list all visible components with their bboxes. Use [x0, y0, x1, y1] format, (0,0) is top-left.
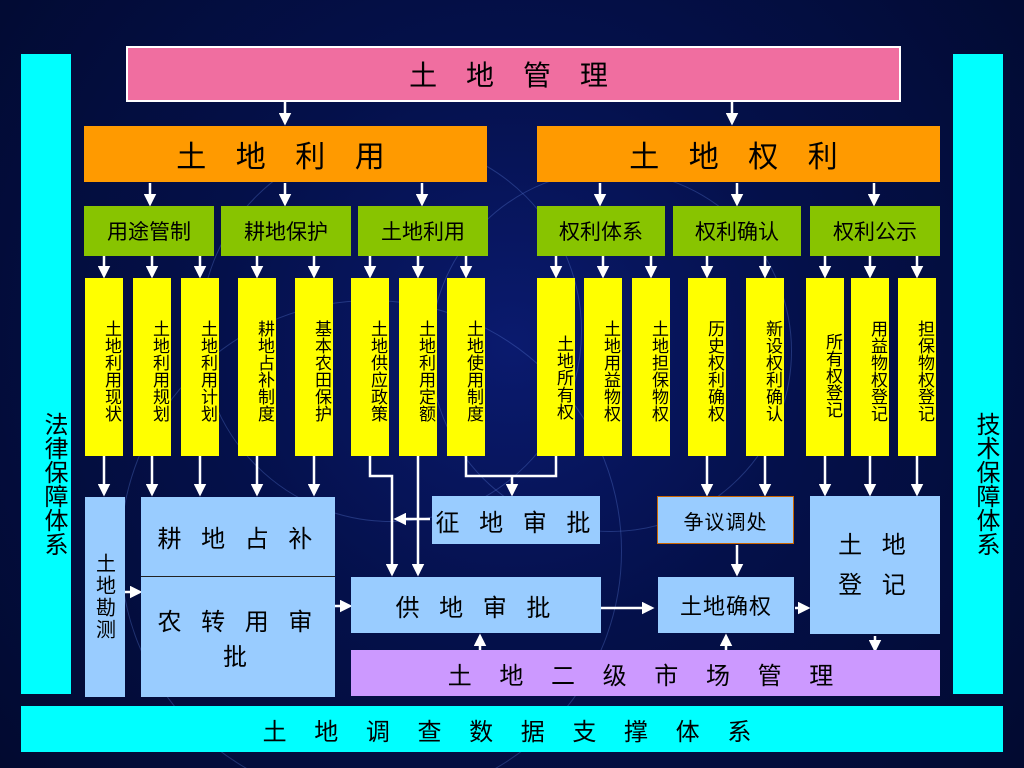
- category-rights-publicity: 权利公示: [810, 206, 940, 256]
- item-security-right-registration: 担保物权登记: [898, 278, 936, 456]
- category-rights-confirmation: 权利确认: [673, 206, 801, 256]
- item-usufruct-registration: 用益物权登记: [851, 278, 889, 456]
- land-rights-confirmation-box: 土地确权: [658, 577, 794, 633]
- category-rights-system: 权利体系: [537, 206, 665, 256]
- dispute-mediation-box: 争议调处: [657, 496, 794, 544]
- item-land-use-status: 土地利用现状: [85, 278, 123, 456]
- item-land-use-plan: 土地利用计划: [181, 278, 219, 456]
- land-registration-box: 土 地 登 记: [810, 496, 940, 634]
- item-farmland-balance-system: 耕地占补制度: [238, 278, 276, 456]
- item-basic-farmland-protection: 基本农田保护: [295, 278, 333, 456]
- land-rights-box: 土 地 权 利: [537, 126, 940, 182]
- survey-data-support-box: 土 地 调 查 数 据 支 撑 体 系: [21, 706, 1003, 752]
- legal-guarantee-pillar: 法律保障体系: [21, 54, 71, 694]
- technical-guarantee-pillar: 技术保障体系: [953, 54, 1003, 694]
- land-management-box: 土 地 管 理: [126, 46, 901, 102]
- secondary-market-box: 土 地 二 级 市 场 管 理: [351, 650, 940, 696]
- item-land-use-planning: 土地利用规划: [133, 278, 171, 456]
- item-land-use-system: 土地使用制度: [447, 278, 485, 456]
- item-ownership-registration: 所有权登记: [806, 278, 844, 456]
- expropriation-approval-box: 征 地 审 批: [432, 496, 600, 544]
- item-new-rights-confirmation: 新设权利确认: [746, 278, 784, 456]
- land-use-box: 土 地 利 用: [84, 126, 487, 182]
- item-historic-rights-confirmation: 历史权利确权: [688, 278, 726, 456]
- item-land-ownership: 土地所有权: [537, 278, 575, 456]
- farmland-balance-box: 耕 地 占 补: [141, 497, 335, 577]
- category-use-control: 用途管制: [84, 206, 214, 256]
- item-land-supply-policy: 土地供应政策: [351, 278, 389, 456]
- category-land-utilization: 土地利用: [358, 206, 488, 256]
- item-land-use-quota: 土地利用定额: [399, 278, 437, 456]
- category-farmland-protection: 耕地保护: [221, 206, 351, 256]
- land-survey-box: 土地勘测: [85, 497, 125, 697]
- land-supply-approval-box: 供 地 审 批: [351, 577, 601, 633]
- item-land-security-right: 土地担保物权: [632, 278, 670, 456]
- conversion-approval-box: 农 转 用 审 批: [141, 577, 335, 697]
- item-land-usufruct: 土地用益物权: [584, 278, 622, 456]
